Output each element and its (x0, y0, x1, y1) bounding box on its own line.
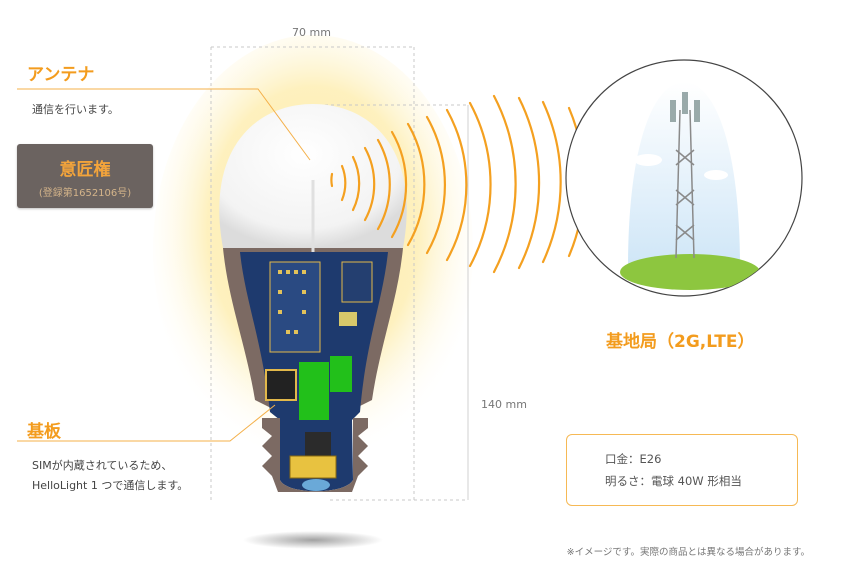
spec-base: 口金：E26 (605, 452, 662, 466)
disclaimer-note: ※イメージです。実際の商品とは異なる場合があります。 (566, 547, 810, 558)
screw-base (262, 418, 368, 492)
board-description-line2: HelloLight 1 つで通信します。 (32, 479, 189, 492)
signal-waves (330, 94, 586, 274)
tower-icon (675, 109, 695, 259)
width-dimension-label: 70 mm (292, 26, 331, 39)
design-right-number: (登録第1652106号) (38, 188, 132, 199)
pcb-board (240, 252, 388, 492)
height-dimension-label: 140 mm (481, 398, 527, 411)
board-title: 基板 (27, 422, 61, 442)
antenna-title: アンテナ (27, 65, 95, 85)
antenna-description: 通信を行います。 (32, 103, 119, 116)
bulb-shadow (243, 531, 383, 549)
board-description-line1: SIMが内蔵されているため、 (32, 459, 173, 472)
leader-lines (17, 88, 311, 442)
design-right-title: 意匠権 (59, 160, 111, 180)
dimension-lines (210, 46, 469, 501)
green-component (299, 362, 329, 420)
bulb-dome (219, 104, 407, 248)
spec-box: 口金：E26 明るさ：電球 40W 形相当 (566, 434, 798, 506)
base-station-illustration (565, 59, 803, 297)
base-station-label: 基地局（2G,LTE） (606, 332, 755, 352)
spec-brightness: 明るさ：電球 40W 形相当 (605, 474, 742, 488)
design-right-badge: 意匠権 (登録第1652106号) (17, 144, 153, 208)
